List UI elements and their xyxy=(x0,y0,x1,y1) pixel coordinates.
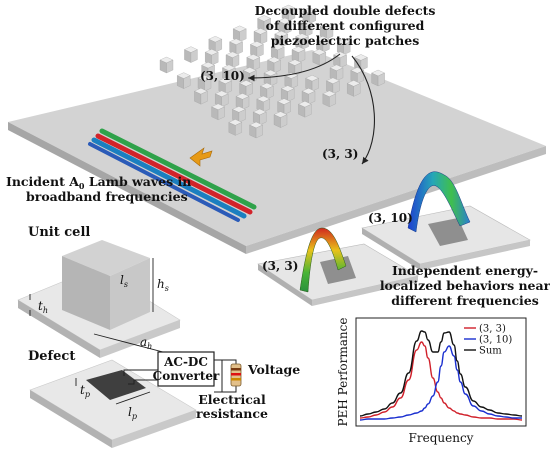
patch-cube xyxy=(257,15,271,32)
patch-cube xyxy=(267,56,281,74)
patch-cube xyxy=(176,72,191,89)
patch-cube xyxy=(201,62,215,79)
patch-cube xyxy=(204,49,219,66)
patch-cube xyxy=(263,69,278,87)
converter-line-1: AC-DC xyxy=(163,355,208,369)
label-a-h: ah xyxy=(140,335,152,351)
patch-cube xyxy=(214,90,229,108)
patch-cube xyxy=(346,80,361,97)
patch-cube xyxy=(225,51,240,69)
patch-cube xyxy=(194,88,208,105)
patch-cube xyxy=(274,30,289,48)
indep-line-1: Independent energy- xyxy=(392,263,538,278)
patch-cube xyxy=(184,46,198,63)
chart-legend: (3, 3)(3, 10)Sum xyxy=(464,324,512,357)
series-line-sum xyxy=(359,330,523,417)
label-l-p: lp xyxy=(128,405,137,421)
resistance-line-2: resistance xyxy=(196,406,268,421)
indep-line-3: different frequencies xyxy=(391,293,539,308)
series-layer xyxy=(359,330,523,421)
patch-cube xyxy=(329,64,344,82)
patch-cube xyxy=(316,36,330,53)
patch-cube xyxy=(302,7,317,24)
defect-title: Defect xyxy=(28,349,75,364)
patch-cube xyxy=(270,43,285,61)
lamb-wave-rods xyxy=(88,128,257,222)
title-line-3: piezoelectric patches xyxy=(271,33,420,48)
defect-label-3-3: (3, 3) xyxy=(322,147,358,161)
dim-l-p xyxy=(115,391,151,405)
propagation-arrow-icon xyxy=(189,147,213,167)
patch-cube xyxy=(239,80,253,97)
resistance-line-1: Electrical xyxy=(198,392,266,407)
patch-cube xyxy=(312,49,327,66)
legend-label: (3, 10) xyxy=(479,335,512,346)
series-line-3-3 xyxy=(359,341,523,421)
unit-cell-drawing xyxy=(17,240,181,358)
series-line-3-10 xyxy=(359,345,522,421)
indep-line-2: localized behaviors near xyxy=(380,278,550,293)
patch-cube xyxy=(232,25,247,43)
incident-line-1: Incident A0 Lamb waves in xyxy=(6,174,191,191)
chart-xlabel: Frequency xyxy=(409,431,474,445)
patch-cube xyxy=(319,23,334,40)
patch-cube xyxy=(256,95,271,113)
patch-cube xyxy=(235,93,250,110)
patch-cube xyxy=(249,121,263,139)
patch-cube xyxy=(333,51,347,69)
peh-chart: (3, 3)(3, 10)Sum xyxy=(355,317,527,427)
legend-label: (3, 3) xyxy=(479,324,506,335)
unit-cell-title: Unit cell xyxy=(28,225,90,240)
patch-cube xyxy=(322,90,337,108)
title-line-1: Decoupled double defects xyxy=(255,3,436,18)
ac-dc-converter xyxy=(157,351,215,387)
patch-cube xyxy=(253,28,268,45)
patch-cube xyxy=(211,103,225,121)
patch-cube xyxy=(336,38,351,56)
patch-cube xyxy=(197,75,212,92)
patch-cube xyxy=(326,77,340,95)
label-l-s: ls xyxy=(120,273,128,289)
inset-label-3-3: (3, 3) xyxy=(262,259,298,273)
defect-drawing xyxy=(29,359,197,448)
patch-cube xyxy=(291,46,306,63)
patch-array xyxy=(159,4,385,139)
patch-cube xyxy=(273,111,288,128)
patch-cube xyxy=(298,101,312,118)
legend-label: Sum xyxy=(479,346,502,357)
label-t-p: tp xyxy=(80,383,90,399)
chart-ylabel: PEH Performance xyxy=(336,318,350,427)
patch-cube xyxy=(277,98,291,115)
converter-line-2: Converter xyxy=(153,369,220,383)
patch-cube xyxy=(305,75,319,92)
patch-cube xyxy=(228,119,243,136)
title-line-2: of different configured xyxy=(266,18,425,33)
patch-cube xyxy=(295,33,309,50)
incident-line-2: broadband frequencies xyxy=(26,189,188,204)
patch-cube xyxy=(281,4,296,22)
patch-cube xyxy=(246,54,261,71)
patch-cube xyxy=(371,69,385,87)
patch-cube xyxy=(298,20,313,37)
patch-cube xyxy=(278,17,292,35)
inset-3-3 xyxy=(257,227,419,306)
resistor-icon xyxy=(230,363,242,387)
label-t-h: th xyxy=(38,299,48,315)
pointer-arrow-b xyxy=(351,55,375,165)
label-h-s: hs xyxy=(157,277,169,293)
defect-label-3-10: (3, 10) xyxy=(200,69,245,83)
plot-frame xyxy=(355,317,527,427)
inset-label-3-10: (3, 10) xyxy=(368,211,413,225)
patch-cube xyxy=(301,88,316,105)
main-plate xyxy=(8,50,546,254)
patch-cube xyxy=(280,85,295,102)
inset-3-10 xyxy=(361,171,531,270)
voltage-label: Voltage xyxy=(247,362,300,377)
patch-cube xyxy=(222,64,236,82)
pointer-arrow-a xyxy=(247,53,341,82)
patch-cube xyxy=(159,56,174,74)
patch-cube xyxy=(208,36,223,53)
patch-cube xyxy=(252,108,267,126)
